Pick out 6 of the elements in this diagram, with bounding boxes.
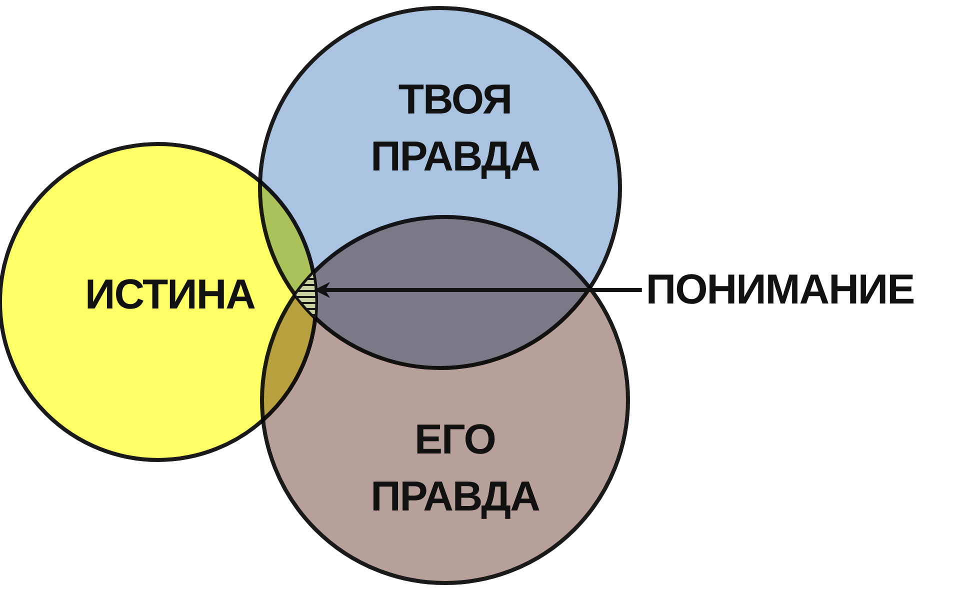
callout-label: ПОНИМАНИЕ xyxy=(646,262,914,318)
circle-label: ТВОЯ ПРАВДА xyxy=(370,74,540,181)
circle-label: ЕГО ПРАВДА xyxy=(370,414,540,521)
leader-arrow xyxy=(314,282,642,298)
hatched-region xyxy=(294,272,317,319)
circle-label: ИСТИНА xyxy=(84,270,256,320)
